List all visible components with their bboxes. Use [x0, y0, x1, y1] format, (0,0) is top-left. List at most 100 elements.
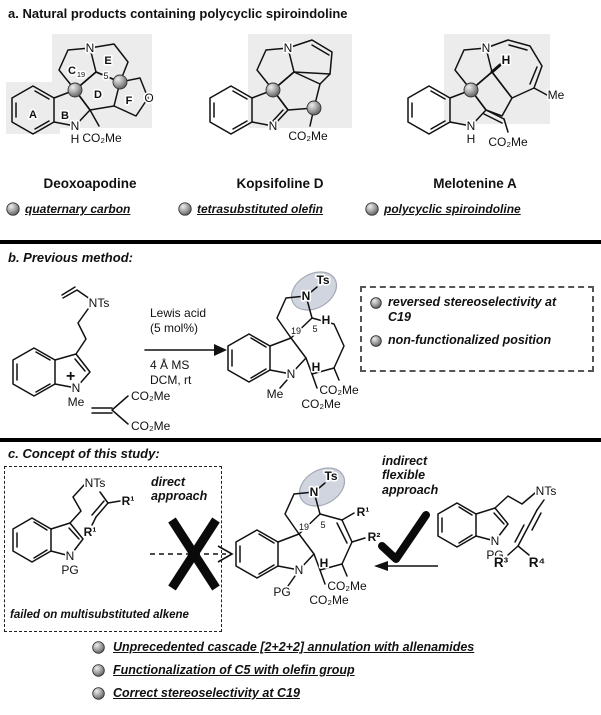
gray-ball-icon [92, 663, 105, 677]
gray-ball-icon [365, 202, 379, 216]
product-structure: N Ts 19 5 H H N Me CO₂Me CO₂Me [227, 271, 361, 413]
annotation-text: reversed stereoselectivity at C19 [388, 295, 557, 325]
legend-label: polycyclic spiroindoline [384, 202, 521, 216]
pg-label: PG [61, 563, 78, 577]
dashed-arrow-icon [150, 545, 234, 563]
panel-c-title: c. Concept of this study: [8, 446, 160, 461]
bonds [11, 43, 149, 135]
ring-c19-subscript: 19 [77, 70, 85, 79]
ring-a-label: A [29, 109, 37, 121]
gray-ball-icon [370, 334, 382, 347]
legend-label: quaternary carbon [25, 202, 131, 216]
melotenine-structure: N H N H Me CO₂Me [407, 34, 566, 151]
failed-note: failed on multisubstituted alkene [10, 609, 189, 621]
indirect-approach-label: indirect flexible approach [382, 454, 438, 497]
check-icon [378, 511, 430, 563]
ester-label: CO₂Me [309, 593, 349, 607]
ts-highlight-ellipse [298, 467, 346, 507]
condition-line: Lewis acid [150, 306, 207, 320]
h-atom-label: H [322, 313, 331, 327]
c19-locant: 19 [299, 522, 309, 532]
r3-label: R³ [494, 555, 509, 570]
crossed-arrow [150, 517, 234, 591]
key-point: Functionalization of C5 with olefin grou… [92, 663, 355, 677]
ester-label: CO₂Me [319, 383, 359, 397]
deoxoapodine-structure: N O N H A B C 19 5 E D F CO₂Me [6, 34, 155, 148]
bonds [12, 484, 121, 563]
legend-item: tetrasubstituted olefin [178, 202, 323, 216]
panel-a-title: a. Natural products containing polycycli… [8, 6, 348, 21]
direct-word-1: direct [151, 475, 186, 489]
key-point: Correct stereoselectivity at C19 [92, 686, 300, 700]
direct-approach-label: direct approach [151, 475, 207, 504]
substrate-structure: NTs N Me [12, 286, 111, 411]
bonds [227, 286, 345, 389]
c5-locant: 5 [103, 71, 108, 81]
bonds [12, 286, 91, 397]
bonds [407, 39, 548, 135]
bold-wedge-bond [490, 63, 502, 74]
r1-label: R¹ [122, 494, 135, 508]
n-atom-label: N [71, 119, 80, 133]
pg-label: PG [273, 585, 290, 599]
nts-label: NTs [536, 484, 557, 498]
panel-divider [0, 240, 601, 244]
ring-e-label: E [104, 55, 111, 67]
key-point: Unprecedented cascade [2+2+2] annulation… [92, 640, 474, 654]
bonds [437, 492, 545, 556]
r4-label: R⁴ [529, 555, 545, 570]
h-atom-label: H [312, 360, 321, 374]
compound-name: Melotenine A [433, 176, 517, 191]
key-point-text: Functionalization of C5 with olefin grou… [113, 663, 355, 677]
quaternary-carbon-ball [112, 74, 128, 90]
annotation-text: non-functionalized position [388, 332, 552, 347]
r1-label: R¹ [84, 525, 97, 539]
annotation-item: non-functionalized position [370, 333, 586, 348]
bonds [235, 482, 366, 587]
highlight-rect [248, 34, 352, 128]
alkene-substrate-structure: NTs R¹ R¹ N PG [12, 474, 136, 579]
n-atom-label: N [467, 119, 476, 133]
compound-name: Kopsifoline D [236, 176, 324, 191]
n-atom-label: N [302, 289, 311, 303]
tosyl-label: Ts [324, 469, 337, 483]
bonds [209, 39, 333, 135]
condition-line: DCM, rt [150, 373, 192, 387]
pg-label: PG [486, 548, 503, 562]
direct-word-2: approach [151, 489, 208, 504]
ester-label: CO₂Me [327, 579, 367, 593]
ester-label: CO₂Me [301, 397, 341, 411]
legend-label: tetrasubstituted olefin [197, 202, 324, 216]
n-atom-label: N [72, 381, 81, 395]
reaction-arrow-icon [144, 344, 227, 356]
kopsifoline-structure: N N CO₂Me [209, 34, 352, 145]
allenamide-structure: NTs N PG R³ R⁴ [437, 482, 558, 572]
n-atom-label: N [284, 41, 293, 55]
r1-label: R¹ [357, 505, 370, 519]
indirect-word-2: flexible [382, 468, 426, 483]
condition-line: (5 mol%) [150, 321, 199, 335]
concept-product-structure: N Ts 19 5 R¹ R² H N PG CO₂Me CO₂Me [235, 467, 382, 609]
quaternary-carbon-ball [306, 100, 322, 116]
gray-ball-icon [6, 202, 20, 216]
c5-locant: 5 [312, 324, 317, 334]
n-methyl-label: Me [68, 395, 85, 409]
quaternary-carbon-ball [67, 82, 83, 98]
ts-highlight-ellipse [290, 271, 338, 311]
bonds [91, 395, 129, 425]
highlight-rect [6, 82, 60, 134]
ring-d-label: D [94, 89, 102, 101]
ester-label: CO₂Me [288, 129, 328, 143]
h-atom-label: H [467, 132, 476, 146]
condition-line: 4 Å MS [150, 358, 190, 372]
legend-item: quaternary carbon [6, 202, 130, 216]
gray-ball-icon [178, 202, 192, 216]
h-atom-label: H [71, 132, 80, 146]
c5-locant: 5 [320, 520, 325, 530]
nts-label: NTs [89, 296, 110, 310]
c19-locant: 19 [291, 326, 301, 336]
n-atom-label: N [482, 41, 491, 55]
indirect-word-1: indirect [382, 454, 428, 468]
ester-label: CO₂Me [488, 135, 528, 149]
